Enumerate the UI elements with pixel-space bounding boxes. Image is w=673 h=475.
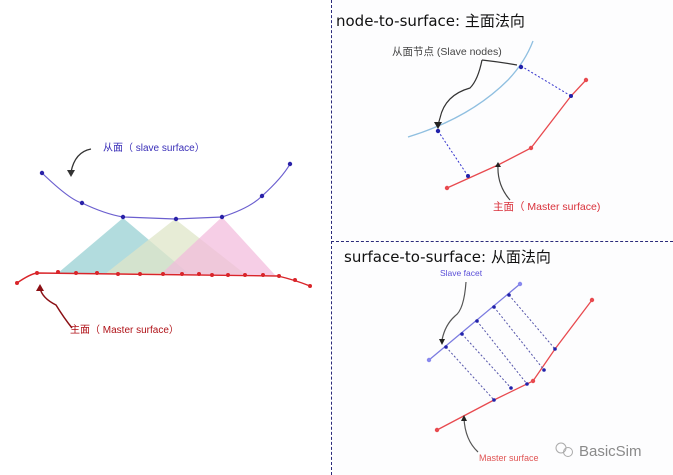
master-surface-label: 主面（ Master surface） <box>70 324 179 336</box>
master-line <box>436 299 593 431</box>
surface-to-surface-title: surface-to-surface: 从面法向 <box>344 248 551 266</box>
slave-nodes-label: 从面节点 (Slave nodes) <box>392 46 502 58</box>
slave-facet-line <box>428 283 521 361</box>
node-to-surface-panel: node-to-surface: 主面法向 从面节点 (Slave nodes)… <box>332 0 673 241</box>
slave-master-diagram: 从面（ slave surface） 主面（ Master surface） <box>15 142 312 336</box>
projection-line-1 <box>520 65 572 97</box>
projection-lines <box>445 294 556 401</box>
master-line <box>446 79 587 189</box>
slave-surface-curve <box>41 163 291 220</box>
slave-pointer-arrow <box>70 148 92 173</box>
surface-to-surface-panel: surface-to-surface: 从面法向 Slave facet Mas… <box>332 242 673 475</box>
projection-line-2 <box>437 130 469 177</box>
surface-to-surface-diagram: Slave facet Master surface BasicSim <box>426 268 642 463</box>
slave-nodes <box>39 161 293 222</box>
contact-surfaces-diagram: 从面（ slave surface） 主面（ Master surface） <box>0 0 331 475</box>
vertical-divider <box>331 0 332 475</box>
horizontal-divider <box>331 241 673 242</box>
watermark-text: BasicSim <box>579 443 642 460</box>
master-nodes <box>15 270 312 288</box>
node-to-surface-diagram: 从面节点 (Slave nodes) 主面（ Master surface) <box>392 40 600 213</box>
master-pointer-arrow <box>39 287 73 329</box>
slave-surface-label: 从面（ slave surface） <box>103 142 205 154</box>
master-surface-label: 主面（ Master surface) <box>493 201 600 213</box>
wechat-icon <box>555 442 573 457</box>
contact-cone-3 <box>160 217 275 275</box>
master-surface-label: Master surface <box>479 453 539 463</box>
node-to-surface-title: node-to-surface: 主面法向 <box>336 12 525 30</box>
master-surface-line <box>16 272 311 287</box>
slave-facet-label: Slave facet <box>440 268 483 278</box>
